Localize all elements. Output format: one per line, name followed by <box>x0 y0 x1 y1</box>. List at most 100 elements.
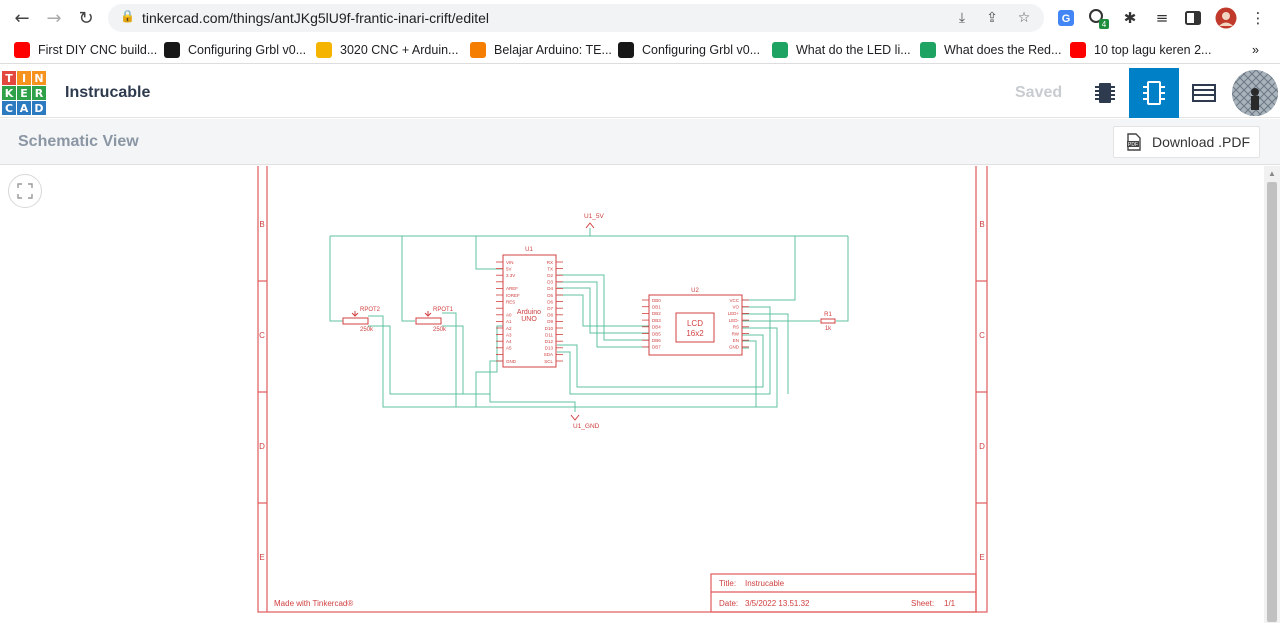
u1-right-pin-label: D5 <box>547 293 553 298</box>
bookmark-label: 3020 CNC + Arduin... <box>340 43 459 57</box>
bookmark-star-icon[interactable]: ☆ <box>1017 10 1031 26</box>
url-text[interactable]: tinkercad.com/things/antJKg5lU9f-frantic… <box>142 10 490 26</box>
u1-right-pin-label: D13 <box>545 346 554 351</box>
u1-right-pin-label: D9 <box>547 319 553 324</box>
lock-icon: 🔒 <box>120 9 135 23</box>
svg-text:1k: 1k <box>825 326 832 332</box>
component-list-button[interactable] <box>1179 68 1229 118</box>
u1-right-pin-label: TX <box>547 266 553 271</box>
u1-left-pin-label: A1 <box>506 319 512 324</box>
schematic-view-button[interactable] <box>1129 68 1179 118</box>
bookmark-label: Configuring Grbl v0... <box>642 43 761 57</box>
bookmark-item[interactable]: First DIY CNC build... <box>14 41 157 59</box>
translate-icon[interactable]: G <box>1054 6 1078 30</box>
bookmark-item[interactable]: 3020 CNC + Arduin... <box>316 41 458 59</box>
blogger-icon <box>470 42 486 58</box>
browser-toolbar: ← → ↻ 🔒 tinkercad.com/things/antJKg5lU9f… <box>0 0 1280 36</box>
bookmark-item[interactable]: Configuring Grbl v0... <box>164 41 306 59</box>
u1-right-pin-label: D3 <box>547 280 553 285</box>
reading-list-icon[interactable]: ≡ <box>1155 9 1169 27</box>
svg-text:PDF: PDF <box>1128 142 1138 148</box>
fit-view-button[interactable] <box>8 174 42 208</box>
u1-left-pin-label: A5 <box>506 346 512 351</box>
install-icon[interactable]: ⤓ <box>958 10 966 26</box>
svg-text:250k: 250k <box>433 327 447 333</box>
share-icon[interactable]: ⇪ <box>986 10 998 26</box>
fit-to-view-icon <box>17 183 33 199</box>
back-icon[interactable]: ← <box>14 7 30 29</box>
profile-avatar-icon[interactable] <box>1214 6 1238 30</box>
logo-letter: K <box>2 86 16 100</box>
u2-left-pin-label: DB7 <box>652 345 661 350</box>
more-bookmarks-button[interactable]: » <box>1252 43 1259 57</box>
youtube-icon <box>1070 42 1086 58</box>
logo-letter: C <box>2 101 16 115</box>
logo-letter: T <box>2 71 16 85</box>
u2-right-pin-label: VO <box>732 305 739 310</box>
youtube-icon <box>14 42 30 58</box>
svg-text:Arduino: Arduino <box>517 309 541 316</box>
arduino-uno-u1: U1 Arduino UNO VIN5V3.3VAREFIOREFRESA0A1… <box>496 247 563 368</box>
sheet-label: Sheet: <box>911 599 934 608</box>
u1-right-pin-label: D8 <box>547 313 553 318</box>
logo-letter: A <box>17 101 31 115</box>
bookmark-item[interactable]: What does the Red... <box>920 41 1061 59</box>
view-subbar: Schematic View PDF Download .PDF <box>0 119 1280 165</box>
title-value: Instrucable <box>745 579 785 588</box>
vertical-scrollbar[interactable]: ▲ <box>1264 166 1280 623</box>
logo-letter: E <box>17 86 31 100</box>
svg-text:RPOT1: RPOT1 <box>433 307 454 313</box>
svg-text:RPOT2: RPOT2 <box>360 307 381 313</box>
u2-left-pin-label: DB1 <box>652 305 661 310</box>
row-label-d-left: D <box>259 442 265 451</box>
u2-left-pin-label: DB3 <box>652 318 661 323</box>
row-label-b-right: B <box>979 220 984 229</box>
schematic-canvas[interactable]: B C D E B C D E Made with Tinkercad® Tit… <box>0 166 1264 623</box>
u2-right-pin-label: LED- <box>729 318 740 323</box>
row-label-b-left: B <box>259 220 264 229</box>
svg-text:4: 4 <box>1102 20 1107 29</box>
view-title: Schematic View <box>18 133 139 150</box>
list-icon <box>1192 84 1216 102</box>
u1-left-pin-label: GND <box>506 359 517 364</box>
u2-right-pin-label: EN <box>733 338 739 343</box>
bookmarks-bar: First DIY CNC build... Configuring Grbl v… <box>0 36 1280 64</box>
schematic-icon <box>1143 81 1165 105</box>
reload-icon[interactable]: ↻ <box>78 7 94 29</box>
u1-right-pin-label: RX <box>547 260 553 265</box>
u1-left-pin-label: IOREF <box>506 293 520 298</box>
forward-icon[interactable]: → <box>46 7 62 29</box>
title-label: Title: <box>719 579 736 588</box>
u1-right-pin-label: SDA <box>544 352 553 357</box>
bookmark-item[interactable]: Configuring Grbl v0... <box>618 41 760 59</box>
u2-left-pin-label: DB5 <box>652 331 661 336</box>
user-avatar[interactable] <box>1232 70 1278 116</box>
u2-right-pin-label: LED+ <box>728 311 740 316</box>
design-title[interactable]: Instrucable <box>65 84 151 101</box>
sheet-value: 1/1 <box>944 599 956 608</box>
u1-right-pin-label: D2 <box>547 273 553 278</box>
scroll-thumb[interactable] <box>1267 182 1277 622</box>
svg-text:LCD: LCD <box>687 319 703 328</box>
download-pdf-button[interactable]: PDF Download .PDF <box>1113 126 1260 158</box>
side-panel-icon[interactable] <box>1181 6 1205 30</box>
date-label: Date: <box>719 599 738 608</box>
u2-left-pin-label: DB4 <box>652 325 661 330</box>
schematic-drawing: B C D E B C D E Made with Tinkercad® Tit… <box>257 166 988 613</box>
extension-search-icon[interactable]: 4 <box>1086 6 1110 30</box>
bookmark-label: What do the LED li... <box>796 43 911 57</box>
scroll-up-arrow-icon[interactable]: ▲ <box>1268 169 1276 178</box>
circuit-view-button[interactable] <box>1080 68 1130 118</box>
u2-left-pin-label: DB6 <box>652 338 661 343</box>
address-bar[interactable]: 🔒 tinkercad.com/things/antJKg5lU9f-frant… <box>108 4 1044 32</box>
bookmark-item[interactable]: What do the LED li... <box>772 41 911 59</box>
bookmark-label: 10 top lagu keren 2... <box>1094 43 1212 57</box>
save-status: Saved <box>1015 84 1063 101</box>
link-icon <box>772 42 788 58</box>
bookmark-item[interactable]: Belajar Arduino: TE... <box>470 41 612 59</box>
u1-left-pin-label: AREF <box>506 286 518 291</box>
browser-menu-icon[interactable]: ⋮ <box>1250 9 1266 27</box>
bookmark-item[interactable]: 10 top lagu keren 2... <box>1070 41 1211 59</box>
extensions-puzzle-icon[interactable]: ✱ <box>1123 9 1137 27</box>
